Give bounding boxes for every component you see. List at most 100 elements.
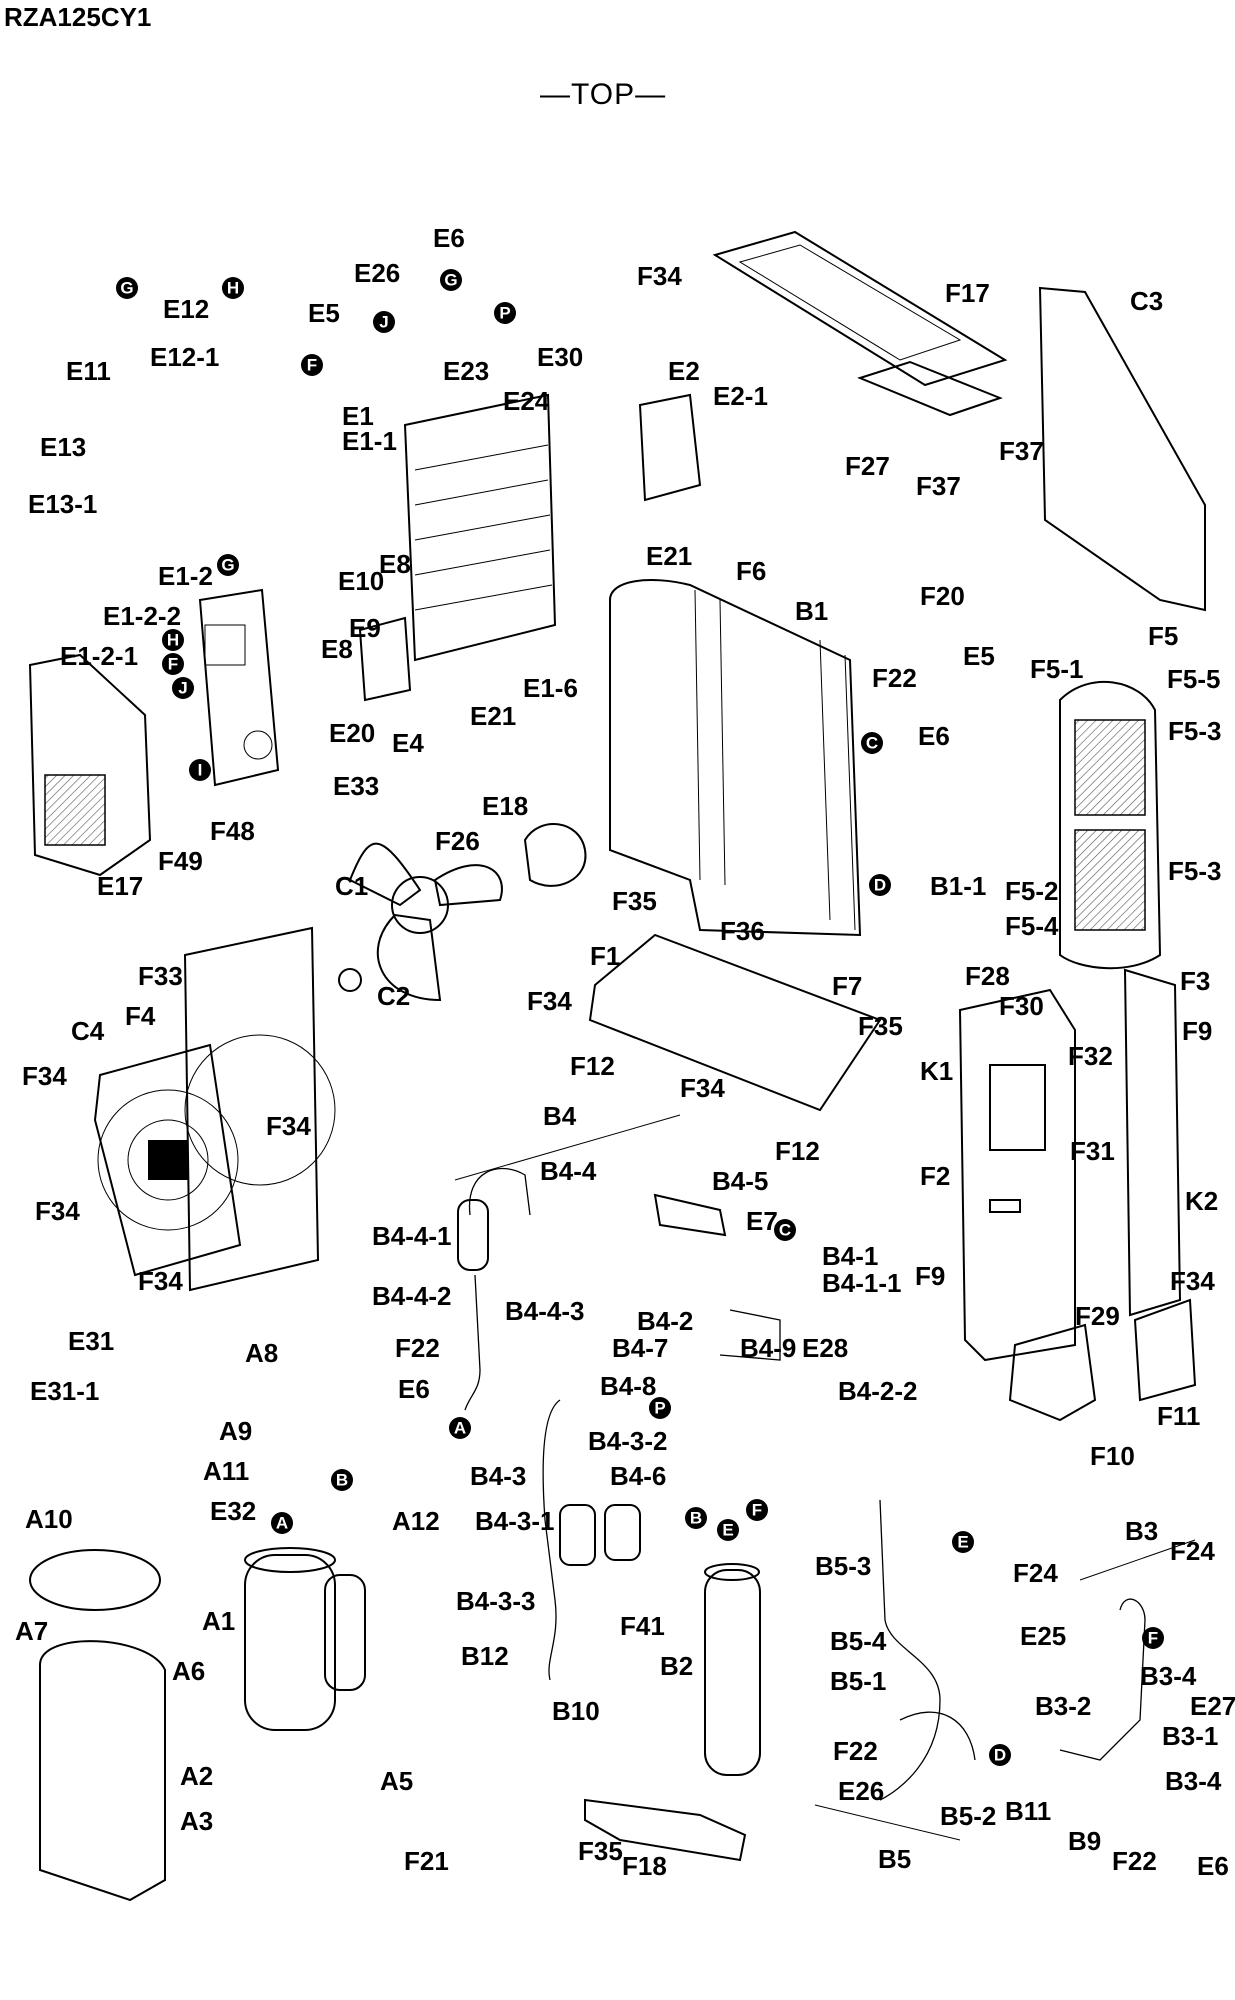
part-label-e31: E31 <box>68 1326 114 1356</box>
part-label-e5-b: E5 <box>963 641 995 671</box>
part-label-f2: F2 <box>920 1161 950 1191</box>
part-label-b4-5: B4-5 <box>712 1166 768 1196</box>
part-label-f22-d: F22 <box>1112 1846 1157 1876</box>
svg-text:H: H <box>167 631 179 650</box>
part-label-b4-2-2: B4-2-2 <box>838 1376 917 1406</box>
part-label-f24-b: F24 <box>1170 1536 1215 1566</box>
part-label-e17: E17 <box>97 871 143 901</box>
part-label-f5-5: F5-5 <box>1167 664 1220 694</box>
part-label-e18: E18 <box>482 791 528 821</box>
part-label-b4-8: B4-8 <box>600 1371 656 1401</box>
part-label-b3: B3 <box>1125 1516 1158 1546</box>
part-label-e24: E24 <box>503 386 550 416</box>
part-label-b1: B1 <box>795 596 828 626</box>
propeller-fan-c1 <box>348 842 503 1002</box>
part-label-f1: F1 <box>590 941 620 971</box>
marker-j: J <box>373 311 395 333</box>
part-label-b5-4: B5-4 <box>830 1626 887 1656</box>
part-label-f22-c: F22 <box>833 1736 878 1766</box>
part-label-f9-b: F9 <box>915 1261 945 1291</box>
insulation-a7 <box>39 1640 166 1902</box>
svg-text:G: G <box>120 279 133 298</box>
part-label-e7: E7 <box>746 1206 778 1236</box>
part-label-f33: F33 <box>138 961 183 991</box>
piping-b5 <box>879 1499 941 1801</box>
part-label-b4-4-3: B4-4-3 <box>505 1296 584 1326</box>
part-label-f22-a: F22 <box>872 663 917 693</box>
part-label-e21-a: E21 <box>646 541 692 571</box>
svg-text:C: C <box>866 734 878 753</box>
svg-text:E: E <box>957 1533 968 1552</box>
marker-e2: E <box>952 1531 974 1553</box>
part-label-b4-6: B4-6 <box>610 1461 666 1491</box>
part-label-e20: E20 <box>329 718 375 748</box>
part-label-f35-a: F35 <box>612 886 657 916</box>
pcb-e1-2 <box>198 588 280 787</box>
part-label-e9: E9 <box>349 613 381 643</box>
part-label-e26-b: E26 <box>838 1776 884 1806</box>
part-label-f32: F32 <box>1068 1041 1113 1071</box>
part-label-f34-l3: F34 <box>35 1196 80 1226</box>
svg-text:F: F <box>752 1501 762 1520</box>
part-label-e4: E4 <box>392 728 424 758</box>
part-label-f12-b: F12 <box>775 1136 820 1166</box>
part-label-e6-c: E6 <box>398 1374 430 1404</box>
receiver-b2 <box>704 1563 761 1776</box>
part-label-b4: B4 <box>543 1101 577 1131</box>
part-label-a8: A8 <box>245 1338 278 1368</box>
part-label-f5-4: F5-4 <box>1005 911 1059 941</box>
part-label-f24-a: F24 <box>1013 1558 1058 1588</box>
part-label-f10: F10 <box>1090 1441 1135 1471</box>
part-label-f36: F36 <box>720 916 765 946</box>
part-label-a5: A5 <box>380 1766 413 1796</box>
svg-text:G: G <box>221 556 234 575</box>
muffler-b4-3-1 <box>559 1504 596 1566</box>
part-label-b2: B2 <box>660 1651 693 1681</box>
svg-text:F: F <box>307 356 317 375</box>
part-label-b10: B10 <box>552 1696 600 1726</box>
bracket-e2 <box>638 393 702 502</box>
part-label-b1-1: B1-1 <box>930 871 986 901</box>
part-label-e30: E30 <box>537 342 583 372</box>
marker-d2: D <box>989 1744 1011 1766</box>
part-label-e13-1: E13-1 <box>28 489 97 519</box>
part-label-f34-l2: F34 <box>266 1111 311 1141</box>
part-label-a2: A2 <box>180 1761 213 1791</box>
marker-e: E <box>717 1519 739 1541</box>
part-label-f37-a: F37 <box>916 471 961 501</box>
svg-text:A: A <box>276 1514 288 1533</box>
part-label-f48: F48 <box>210 816 255 846</box>
svg-text:C: C <box>779 1221 791 1240</box>
part-label-e13: E13 <box>40 432 86 462</box>
part-label-f5-2: F5-2 <box>1005 876 1058 906</box>
part-label-e12: E12 <box>163 294 209 324</box>
part-label-e25: E25 <box>1020 1621 1066 1651</box>
marker-c2: C <box>774 1219 796 1241</box>
part-label-f5-3-b: F5-3 <box>1168 856 1221 886</box>
part-label-f4: F4 <box>125 1001 156 1031</box>
svg-text:P: P <box>499 304 510 323</box>
part-outlines <box>28 230 1206 1902</box>
marker-f4: F <box>1142 1627 1164 1649</box>
part-label-f26: F26 <box>435 826 480 856</box>
marker-p2: P <box>649 1397 671 1419</box>
svg-text:F: F <box>168 655 178 674</box>
part-label-f30: F30 <box>999 991 1044 1021</box>
compressor-a1 <box>244 1547 366 1731</box>
part-label-f41: F41 <box>620 1611 665 1641</box>
connection-markers: G H G P J F G H F J I C D C A P B A F B … <box>116 269 1164 1766</box>
part-label-b12: B12 <box>461 1641 509 1671</box>
part-label-e32: E32 <box>210 1496 256 1526</box>
marker-i2: H <box>162 629 184 651</box>
part-label-f35-b: F35 <box>858 1011 903 1041</box>
part-label-c3: C3 <box>1130 286 1163 316</box>
part-label-f35-c: F35 <box>578 1836 623 1866</box>
part-label-a6: A6 <box>172 1656 205 1686</box>
part-label-e1-6: E1-6 <box>523 673 578 703</box>
part-label-b3-4-a: B3-4 <box>1140 1661 1197 1691</box>
part-label-f34-top: F34 <box>637 261 682 291</box>
stop-valve-cover-f11 <box>1133 1298 1197 1402</box>
marker-c: C <box>861 732 883 754</box>
part-label-e23: E23 <box>443 356 489 386</box>
part-label-e11: E11 <box>66 356 111 386</box>
